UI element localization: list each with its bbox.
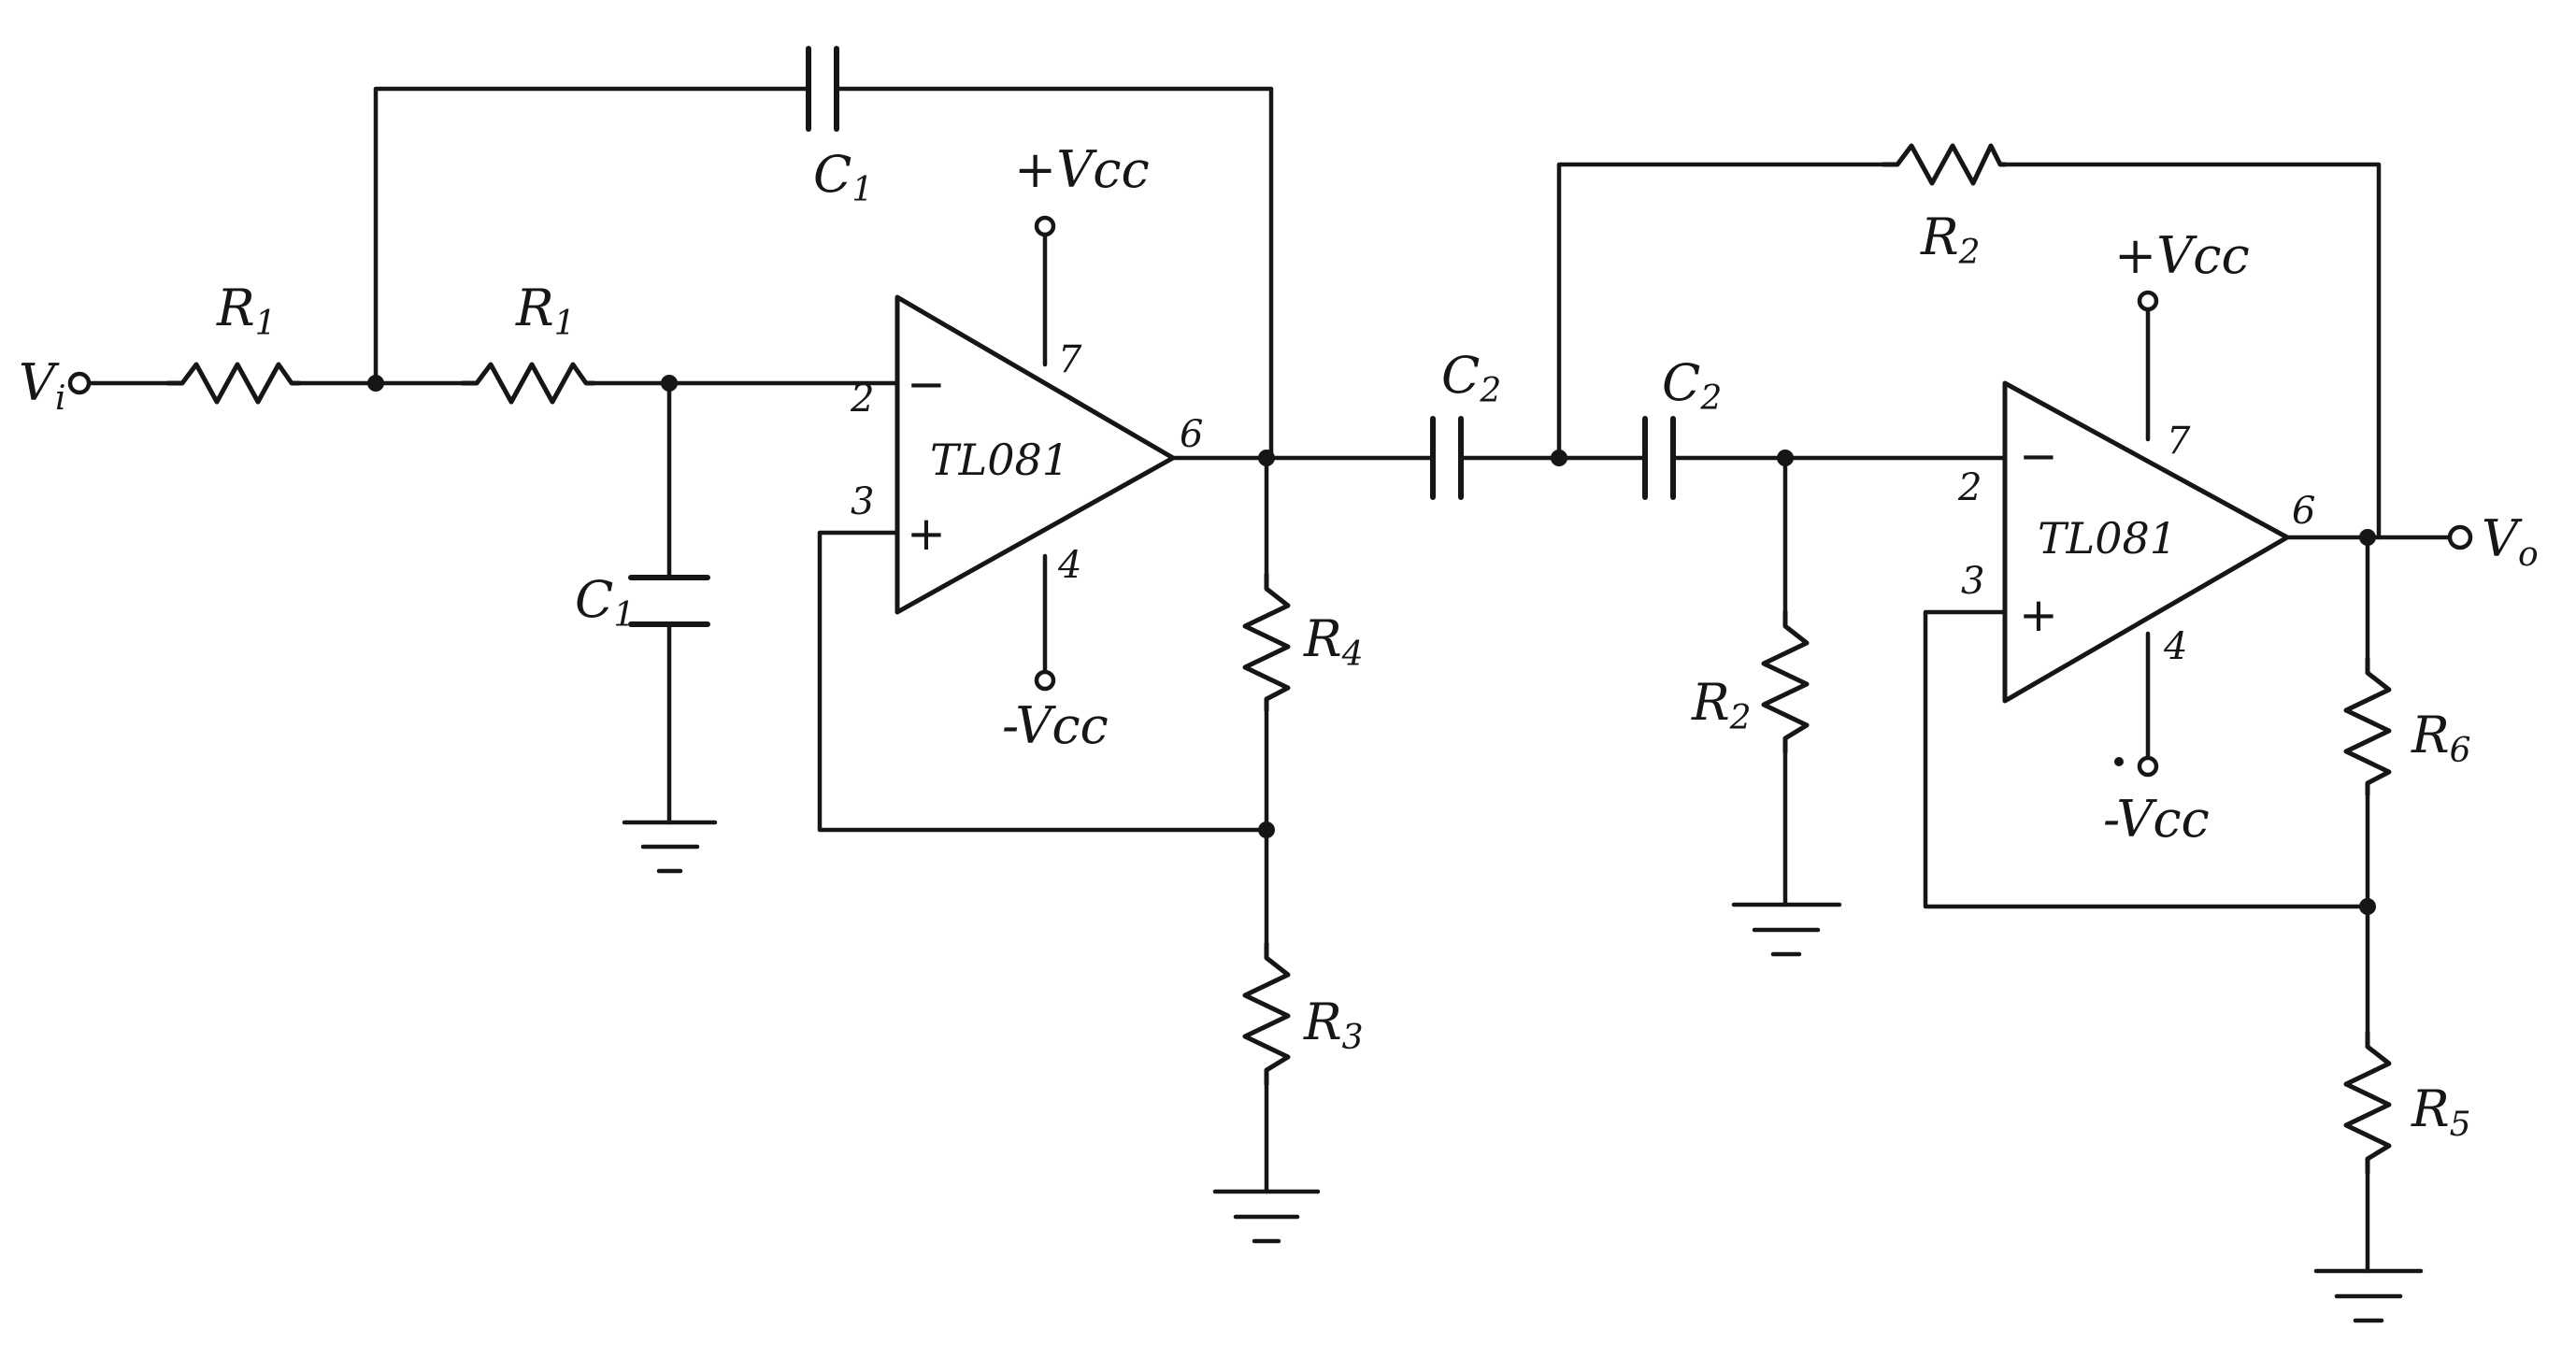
resistors bbox=[165, 143, 2392, 1176]
stage1-plus-sign: + bbox=[907, 507, 946, 561]
resistor-r1b bbox=[460, 362, 596, 405]
stage1-pin-out: 6 bbox=[1180, 413, 1203, 456]
stage1-minus-sign: − bbox=[907, 357, 946, 411]
r2-ground-label: R2 bbox=[1691, 673, 1752, 737]
stage1-pin-inv: 2 bbox=[850, 378, 874, 421]
stage2-supply-pos: +Vcc bbox=[2114, 226, 2250, 285]
capacitor-c2a bbox=[1430, 416, 1464, 500]
r3-label: R3 bbox=[1303, 993, 1364, 1057]
junction-stage1-output bbox=[1258, 450, 1275, 466]
wire-c1-feedback-right bbox=[834, 86, 1274, 461]
stage1-supply-pos: +Vcc bbox=[1014, 140, 1150, 199]
r5-label: R5 bbox=[2411, 1079, 2471, 1144]
r1b-label: R1 bbox=[515, 278, 576, 343]
c2b-label: C2 bbox=[1662, 353, 1722, 418]
junctions bbox=[367, 375, 2376, 915]
resistor-r5 bbox=[2343, 1030, 2392, 1176]
ground-symbol-r5 bbox=[2313, 1268, 2424, 1323]
r4-label: R4 bbox=[1303, 609, 1364, 674]
wire-c1-feedback-left bbox=[373, 86, 811, 386]
junction-c2-r2 bbox=[1551, 450, 1567, 466]
stage1-vpos-terminal bbox=[1034, 215, 1056, 237]
capacitor-c1-feedback bbox=[806, 46, 839, 132]
ground-symbol-c1 bbox=[622, 820, 718, 874]
junction-r4-r3 bbox=[1258, 821, 1275, 838]
r1a-label: R1 bbox=[216, 278, 277, 343]
stage2-pin-vpos: 7 bbox=[2167, 420, 2191, 463]
resistor-r4 bbox=[1242, 572, 1291, 713]
junction-r6-r5 bbox=[2359, 898, 2376, 915]
junction-r1-c1 bbox=[367, 375, 384, 392]
stage1-supply-neg: -Vcc bbox=[1002, 696, 1109, 755]
stage2-pin-vneg: 4 bbox=[2163, 625, 2187, 668]
resistor-r2-feedback bbox=[1881, 143, 2008, 186]
stage1-opamp-name: TL081 bbox=[930, 435, 1069, 485]
r6-label: R6 bbox=[2411, 706, 2471, 770]
c1-feedback-label: C1 bbox=[813, 145, 873, 209]
resistor-r2-ground bbox=[1761, 609, 1810, 755]
stray-dot bbox=[2114, 757, 2124, 766]
wire-r2-feedback-left bbox=[1556, 162, 1886, 461]
output-terminal bbox=[2447, 524, 2473, 550]
c1-ground-label: C1 bbox=[575, 570, 635, 635]
r2-feedback-label: R2 bbox=[1920, 207, 1981, 272]
stage2-pin-out: 6 bbox=[2292, 490, 2315, 533]
stage2-pin-inv: 2 bbox=[1957, 466, 1982, 509]
junction-c1-ground bbox=[661, 375, 678, 392]
junction-stage2-output bbox=[2359, 529, 2376, 546]
opamp-stage2 bbox=[2002, 380, 2290, 704]
ground-symbol-r2 bbox=[1731, 902, 1842, 957]
c2a-label: C2 bbox=[1441, 346, 1501, 410]
opamp-stage1 bbox=[894, 294, 1176, 615]
input-label: Vi bbox=[19, 353, 66, 418]
output-label: Vo bbox=[2482, 509, 2539, 574]
stage1-vneg-terminal bbox=[1034, 669, 1056, 692]
capacitor-c2b bbox=[1642, 416, 1676, 500]
stage2-vneg-terminal bbox=[2137, 755, 2159, 778]
capacitor-c1-ground bbox=[628, 575, 710, 627]
wire-stage1-noninv bbox=[817, 530, 1269, 833]
stage1-pin-vneg: 4 bbox=[1057, 544, 1081, 587]
stage2-plus-sign: + bbox=[2019, 588, 2058, 642]
input-terminal bbox=[67, 371, 92, 395]
resistor-r1a bbox=[165, 362, 302, 405]
grounds bbox=[622, 820, 2424, 1323]
opamps bbox=[894, 294, 2290, 704]
wire-r2-feedback-right bbox=[2002, 162, 2382, 540]
stage2-minus-sign: − bbox=[2019, 429, 2058, 483]
capacitors bbox=[628, 46, 1676, 627]
wire-stage2-noninv bbox=[1923, 609, 2370, 909]
ground-symbol-r3 bbox=[1212, 1189, 1321, 1244]
terminals bbox=[67, 215, 2473, 778]
stage2-supply-neg: -Vcc bbox=[2103, 790, 2210, 849]
stage2-vpos-terminal bbox=[2137, 290, 2159, 312]
resistor-r6 bbox=[2343, 656, 2392, 797]
stage1-pin-noninv: 3 bbox=[851, 480, 874, 523]
stage1-pin-vpos: 7 bbox=[1058, 338, 1082, 381]
resistor-r3 bbox=[1242, 941, 1291, 1087]
stage2-pin-noninv: 3 bbox=[1961, 560, 1984, 603]
junction-c2-ground bbox=[1777, 450, 1794, 466]
stage2-opamp-name: TL081 bbox=[2038, 513, 2177, 564]
